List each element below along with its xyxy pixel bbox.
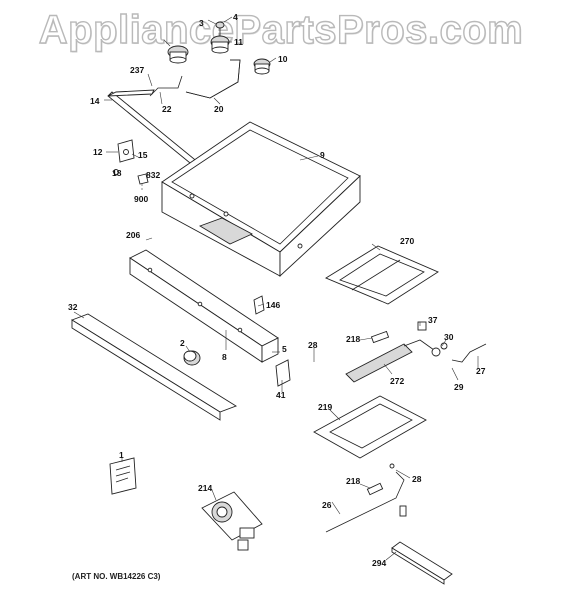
callout-214: 214 [198, 483, 212, 493]
callout-15: 15 [138, 150, 148, 160]
owner-manual [109, 457, 137, 495]
callout-218-lower: 218 [346, 476, 360, 486]
gas-tube-20 [185, 59, 241, 99]
callout-237: 237 [130, 65, 144, 75]
callout-30: 30 [444, 332, 454, 342]
broil-burner [345, 321, 487, 383]
callout-294: 294 [372, 558, 386, 568]
callout-26: 26 [322, 500, 332, 510]
callout-37: 37 [428, 315, 438, 325]
callout-11: 11 [234, 37, 243, 47]
bake-burner-baffle [313, 395, 427, 459]
callout-4: 4 [233, 12, 238, 22]
bake-burner [325, 463, 407, 533]
callout-206: 206 [126, 230, 140, 240]
broil-burner-baffle [325, 245, 439, 305]
callout-146: 146 [266, 300, 280, 310]
trim-strip [70, 313, 238, 421]
trim-294 [391, 541, 453, 585]
callout-12: 12 [93, 147, 103, 157]
callout-18: 18 [112, 168, 122, 178]
art-number: (ART NO. WB14226 C3) [72, 572, 161, 581]
callout-20: 20 [214, 104, 224, 114]
callout-900: 900 [134, 194, 148, 204]
callout-22: 22 [162, 104, 172, 114]
callout-29: 29 [454, 382, 464, 392]
callout-41: 41 [276, 390, 286, 400]
callout-32: 32 [68, 302, 78, 312]
watermark: AppliancePartsPros.com [38, 7, 524, 52]
callout-270: 270 [400, 236, 414, 246]
callout-27: 27 [476, 366, 486, 376]
callout-8: 8 [222, 352, 227, 362]
callout-2: 2 [180, 338, 185, 348]
clip-146 [253, 295, 265, 315]
burner-box [161, 121, 361, 278]
callout-832: 832 [146, 170, 160, 180]
callout-3: 3 [199, 18, 204, 28]
callout-9: 9 [320, 150, 325, 160]
clip-832 [137, 173, 149, 192]
callout-219: 219 [318, 402, 332, 412]
leader-lines [73, 16, 479, 561]
callout-14: 14 [90, 96, 100, 106]
callout-218-upper: 218 [346, 334, 360, 344]
callout-28-upper: 28 [308, 340, 318, 350]
control-knob [183, 350, 201, 366]
burner-valve-center [210, 21, 230, 54]
callout-28-lower: 28 [412, 474, 422, 484]
manifold-panel [129, 249, 279, 363]
callout-5: 5 [282, 344, 287, 354]
manifold-bracket [113, 139, 135, 175]
burner-valve-right [253, 58, 271, 75]
callout-272: 272 [390, 376, 404, 386]
callout-10: 10 [278, 54, 288, 64]
callout-1: 1 [119, 450, 124, 460]
gas-tube-22 [149, 75, 183, 97]
pressure-regulator [201, 491, 263, 551]
burner-valve-left [167, 45, 189, 64]
bracket-41 [275, 359, 291, 387]
